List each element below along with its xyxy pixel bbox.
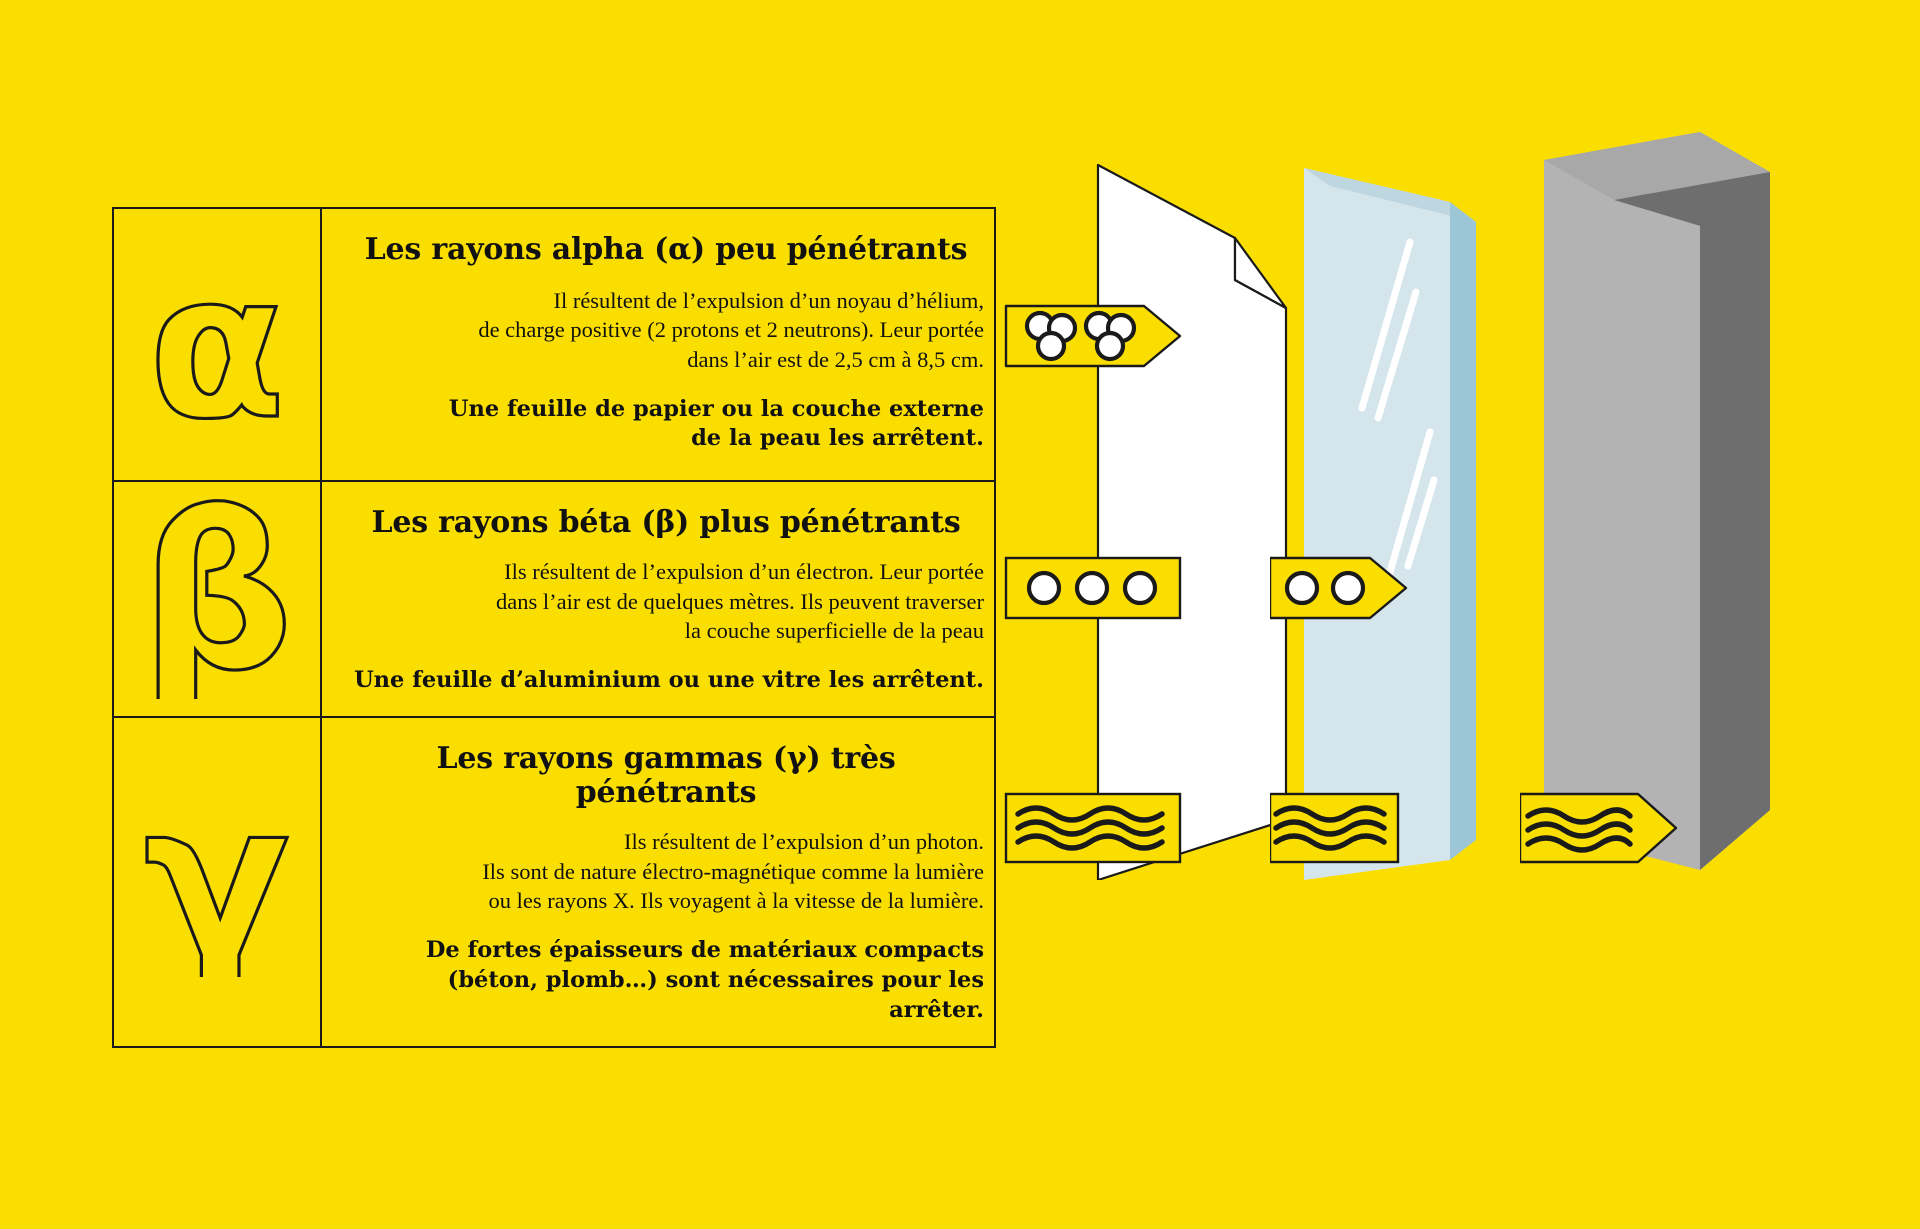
gamma-title: Les rayons gammas (γ) très pénétrants <box>436 740 896 811</box>
svg-text:α: α <box>148 256 285 434</box>
glass-pane-icon <box>1300 150 1515 880</box>
beta-ray-arrow-segment-2 <box>1268 552 1410 629</box>
gamma-ray-wave-segment-3 <box>1518 790 1680 871</box>
alpha-title: Les rayons alpha (α) peu pénétrants <box>364 232 968 267</box>
beta-glyph-cell: β <box>114 482 322 716</box>
svg-text:β: β <box>142 499 292 699</box>
table-row-alpha: α Les rayons alpha (α) peu pénétrants Il… <box>114 209 994 483</box>
alpha-glyph-cell: α <box>114 209 322 481</box>
concrete-block-icon <box>1540 130 1790 870</box>
alpha-stopped-by: Une feuille de papier ou la couche exter… <box>448 395 984 452</box>
beta-stopped-by: Une feuille d’aluminium ou une vitre les… <box>354 666 984 693</box>
gamma-body: Ils résultent de l’expulsion d’un photon… <box>482 828 984 914</box>
table-row-gamma: γ Les rayons gammas (γ) très pénétrants … <box>114 717 994 1046</box>
table-row-beta: β Les rayons béta (β) plus pénétrants Il… <box>114 482 994 718</box>
gamma-ray-wave-segment-2 <box>1268 790 1400 871</box>
svg-text:γ: γ <box>144 787 290 977</box>
beta-ray-arrow-segment-1 <box>1004 552 1184 629</box>
beta-text-cell: Les rayons béta (β) plus pénétrants Ils … <box>322 482 994 715</box>
gamma-text-cell: Les rayons gammas (γ) très pénétrants Il… <box>322 718 994 1046</box>
alpha-text-cell: Les rayons alpha (α) peu pénétrants Il r… <box>322 209 994 480</box>
gamma-icon: γ <box>142 787 292 977</box>
beta-body: Ils résultent de l’expulsion d’un électr… <box>496 558 984 644</box>
paper-sheet-icon <box>1090 160 1300 882</box>
radiation-types-table: α Les rayons alpha (α) peu pénétrants Il… <box>112 207 996 1048</box>
gamma-glyph-cell: γ <box>114 717 322 1046</box>
gamma-ray-wave-segment-1 <box>1004 790 1184 871</box>
gamma-stopped-by: De fortes épaisseurs de matériaux compac… <box>425 936 984 1023</box>
beta-icon: β <box>142 499 292 699</box>
alpha-icon: α <box>147 256 288 434</box>
beta-title: Les rayons béta (β) plus pénétrants <box>371 505 961 541</box>
alpha-body: Il résultent de l’expulsion d’un noyau d… <box>478 287 984 372</box>
alpha-ray-arrow <box>1004 300 1184 377</box>
